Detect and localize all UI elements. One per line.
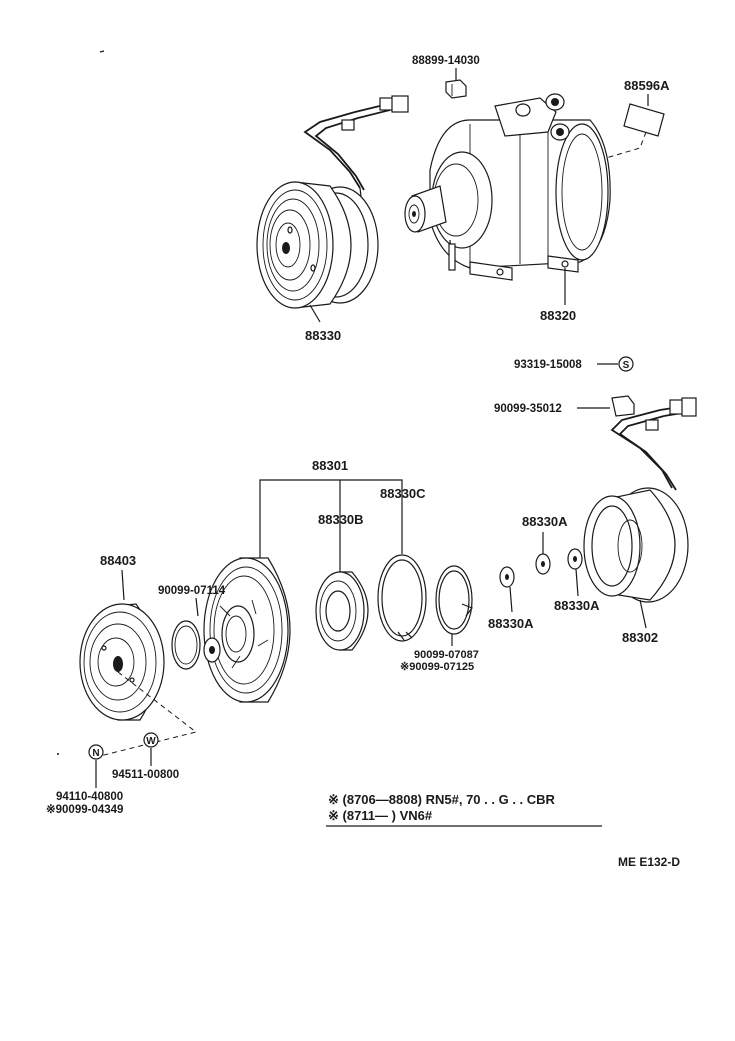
part-label-94511-00800: 94511-00800 xyxy=(112,769,179,781)
diagram-code: ME E132-D xyxy=(618,855,680,869)
marker-w xyxy=(143,732,159,748)
part-label-88330a-right: 88330A xyxy=(554,598,600,613)
part-label-88320: 88320 xyxy=(540,308,576,323)
part-label-94110-40800: 94110-40800 xyxy=(56,791,123,803)
part-label-90099-07125: ※90099-07125 xyxy=(400,661,474,673)
part-label-90099-35012: 90099-35012 xyxy=(494,403,562,415)
compressor-88320-drawing xyxy=(404,79,611,305)
part-label-88899-14030: 88899-14030 xyxy=(412,55,480,67)
part-label-88403: 88403 xyxy=(100,553,136,568)
part-label-88330c: 88330C xyxy=(380,486,426,501)
part-label-88301: 88301 xyxy=(312,458,348,473)
part-label-90099-07114: 90099-07114 xyxy=(158,585,226,597)
coil-88302-drawing xyxy=(583,395,697,629)
part-label-90099-07087: 90099-07087 xyxy=(414,649,479,661)
snap-ring-90099-07087-drawing xyxy=(435,565,473,646)
part-label-90099-04349: ※90099-04349 xyxy=(46,803,123,816)
label-plate-88596a-drawing xyxy=(605,94,665,159)
note-line-1: ※ (8706—8808) RN5#, 70 . . G . . CBR xyxy=(328,792,556,807)
marker-n-label: N xyxy=(92,748,99,759)
part-label-88330: 88330 xyxy=(305,328,341,343)
part-label-88330a-top: 88330A xyxy=(522,514,568,529)
hub-88403-drawing xyxy=(79,603,198,757)
marker-s-label: S xyxy=(623,360,630,371)
part-label-88330b: 88330B xyxy=(318,512,364,527)
part-label-88596a: 88596A xyxy=(624,78,670,93)
part-label-88302: 88302 xyxy=(622,630,658,645)
shims-88330a-drawing xyxy=(499,532,583,613)
bearing-88330b-drawing xyxy=(315,571,369,651)
part-label-93319-15008: 93319-15008 xyxy=(514,359,582,371)
clutch-assembly-88330-drawing xyxy=(256,95,409,323)
snap-ring-88330c-drawing xyxy=(377,554,427,642)
spacer-90099-07114-drawing xyxy=(171,620,221,670)
note-line-2: ※ (8711— ) VN6# xyxy=(328,808,433,823)
marker-s xyxy=(618,356,634,372)
marker-w-label: W xyxy=(146,736,156,747)
part-label-88330a-mid: 88330A xyxy=(488,616,534,631)
marker-n xyxy=(88,744,104,760)
pulley-88301-drawing xyxy=(203,557,291,703)
